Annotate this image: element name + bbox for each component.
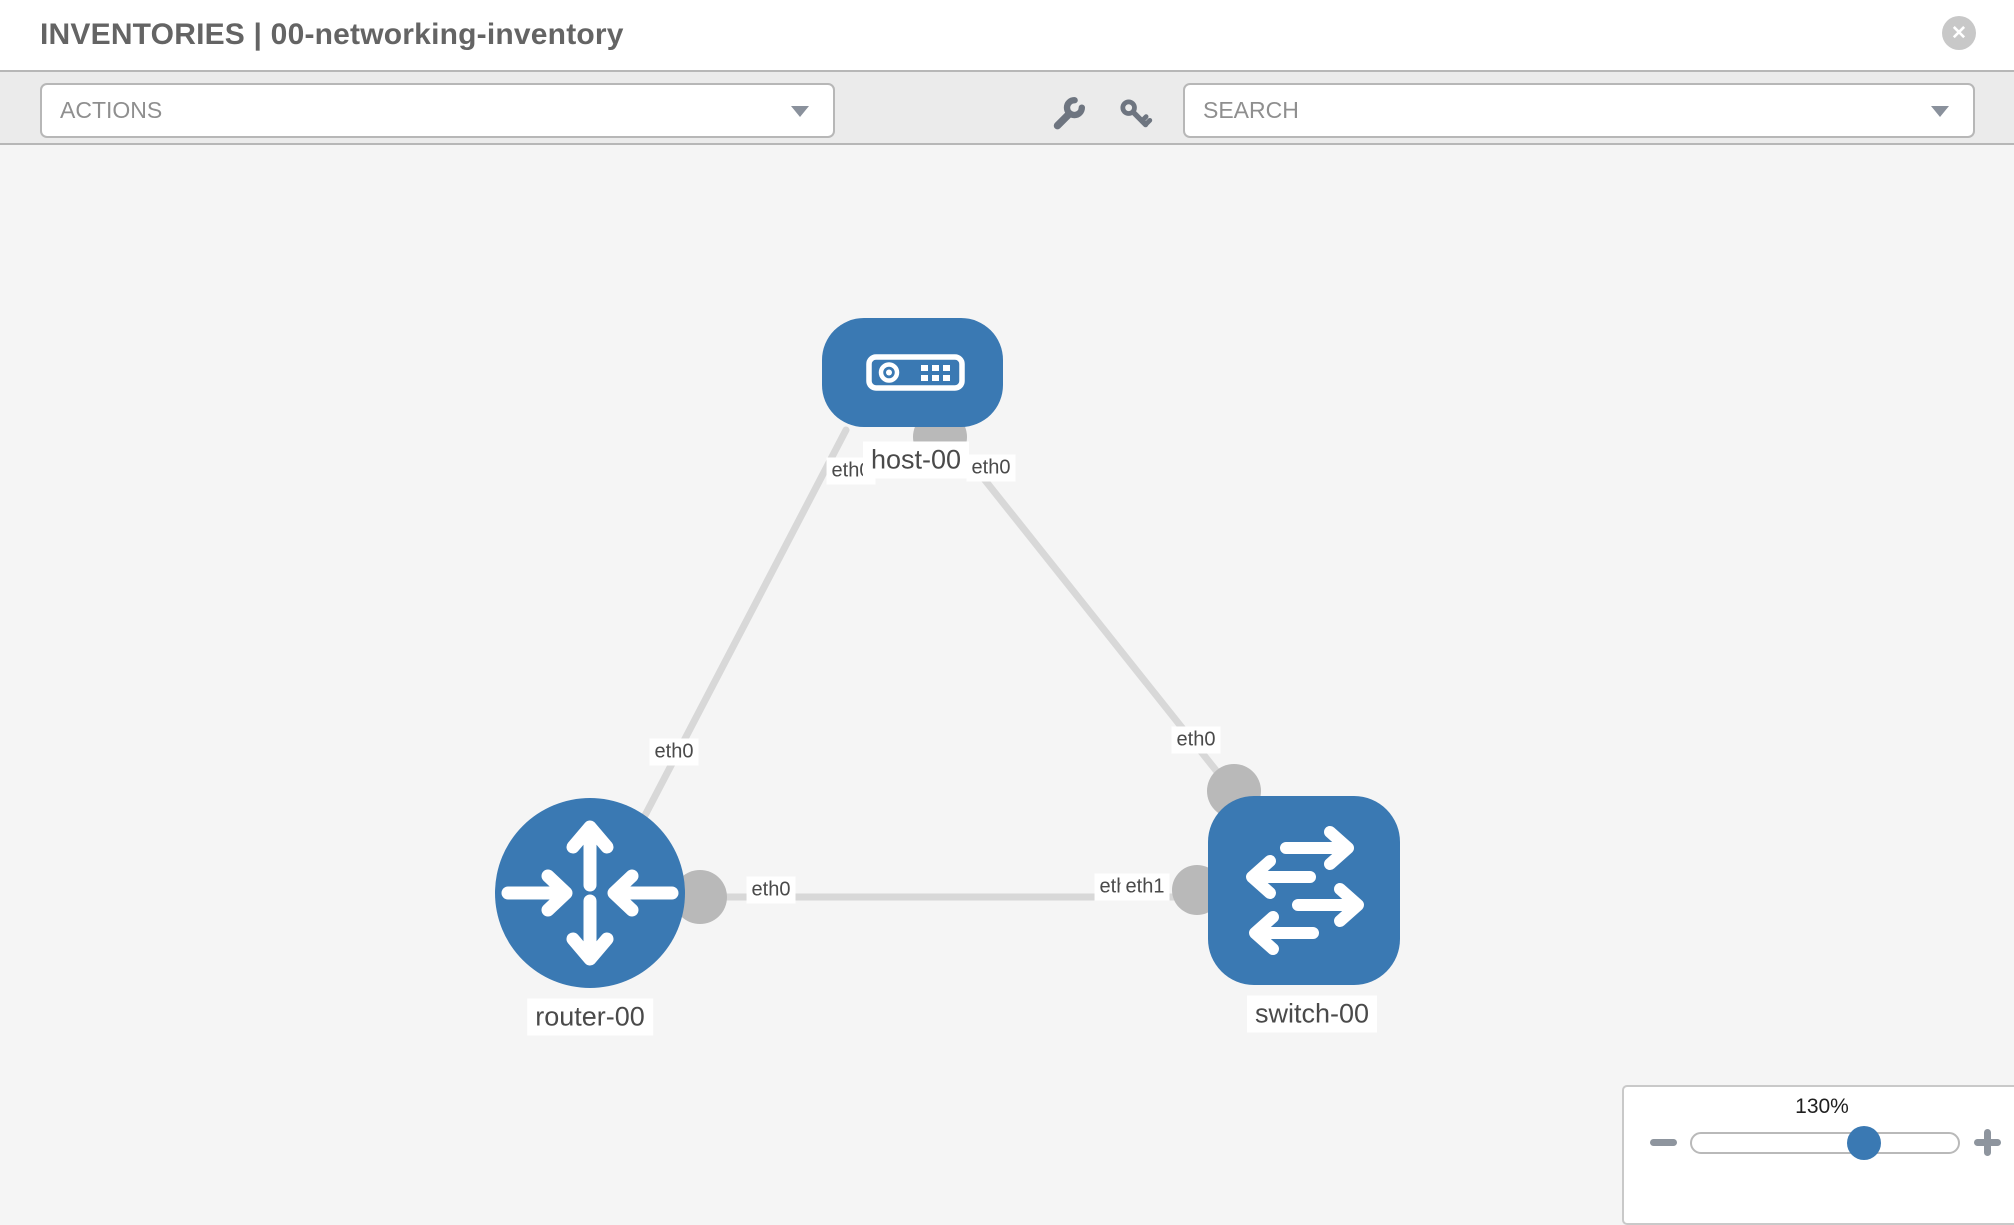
router-icon bbox=[501, 820, 679, 966]
interface-label-router-eth0-to-switch: eth0 bbox=[746, 876, 796, 904]
interface-label-host-eth0-to-switch: eth0 bbox=[966, 454, 1016, 482]
credentials-button[interactable] bbox=[1113, 92, 1157, 136]
node-host-00[interactable] bbox=[822, 318, 1003, 427]
interface-label-switch-eth0-to-host: eth0 bbox=[1171, 726, 1221, 754]
search-dropdown-label: SEARCH bbox=[1203, 97, 1299, 123]
topology-svg bbox=[495, 318, 1400, 988]
zoom-level: 130% bbox=[1795, 1095, 1849, 1118]
close-button[interactable]: ✕ bbox=[1942, 16, 1976, 50]
link-host-router bbox=[636, 426, 850, 829]
node-label-router: router-00 bbox=[527, 998, 653, 1036]
node-switch-00[interactable] bbox=[1208, 796, 1400, 985]
interface-label-router-eth0-to-host: eth0 bbox=[649, 738, 699, 766]
node-label-host: host-00 bbox=[862, 441, 970, 479]
caret-down-icon bbox=[1931, 105, 1949, 117]
zoom-in-button[interactable] bbox=[1974, 1129, 2001, 1156]
node-router-00[interactable] bbox=[495, 798, 685, 988]
node-label-switch: switch-00 bbox=[1246, 995, 1378, 1033]
toolbar: ACTIONS SEARCH bbox=[0, 72, 2014, 145]
actions-dropdown[interactable]: ACTIONS bbox=[40, 83, 835, 138]
close-icon: ✕ bbox=[1951, 22, 1967, 44]
zoom-out-button[interactable] bbox=[1650, 1139, 1677, 1146]
search-dropdown[interactable]: SEARCH bbox=[1183, 83, 1975, 138]
interface-label-switch-eth1-to-router: eth1 bbox=[1120, 873, 1170, 901]
topology-canvas[interactable]: eth0 eth0 eth0 eth0 eth0 eth0 eth1 host-… bbox=[0, 145, 2014, 1200]
wrench-icon bbox=[1053, 97, 1085, 130]
host-icon bbox=[866, 354, 965, 391]
zoom-slider-track[interactable] bbox=[1690, 1126, 1960, 1160]
zoom-slider-handle[interactable] bbox=[1847, 1126, 1881, 1160]
switch-icon bbox=[1246, 826, 1364, 955]
caret-down-icon bbox=[791, 105, 809, 117]
key-icon bbox=[1120, 99, 1153, 128]
title-bar: INVENTORIES | 00-networking-inventory ✕ bbox=[0, 0, 2014, 72]
configure-button[interactable] bbox=[1045, 92, 1089, 136]
port-router-eth0 bbox=[673, 870, 727, 924]
zoom-panel: 130% bbox=[1622, 1085, 2014, 1225]
actions-dropdown-label: ACTIONS bbox=[60, 97, 163, 123]
page-title: INVENTORIES | 00-networking-inventory bbox=[40, 18, 624, 51]
